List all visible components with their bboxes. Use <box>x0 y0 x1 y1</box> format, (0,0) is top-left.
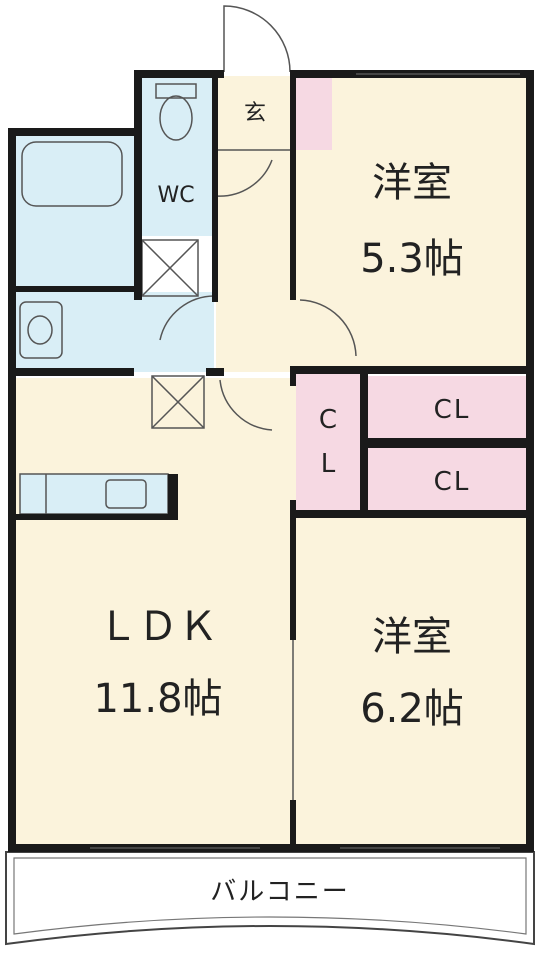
hallway-floor <box>216 150 296 372</box>
western-bottom-floor <box>296 518 528 846</box>
washbasin <box>19 301 63 359</box>
wall-top <box>134 70 224 78</box>
ldk-door-swing <box>219 379 273 431</box>
partitions <box>90 73 520 849</box>
wall-outer-left <box>8 128 16 852</box>
western-bottom-size: 6.2帖 <box>360 686 464 732</box>
wall-genkan-right <box>290 70 296 300</box>
ldk-floor <box>14 378 296 846</box>
wall-wc-left <box>134 70 142 300</box>
western-top-size: 5.3帖 <box>360 236 464 282</box>
wc-label: WC <box>157 183 194 208</box>
closet-left-floor <box>296 372 362 512</box>
wall-kitchen-block <box>168 474 178 518</box>
ldk-size: 11.8帖 <box>93 676 222 722</box>
genkan-floor <box>216 76 296 150</box>
wall-kitchen-base <box>8 514 178 520</box>
balcony-inner-rail <box>13 857 527 935</box>
door-swings <box>159 5 357 431</box>
toilet-tank <box>155 83 197 99</box>
western-top-floor <box>296 76 528 372</box>
ventilation-box-lower <box>151 375 205 429</box>
closet-lower-label: CL <box>434 467 471 497</box>
wall-washroom-top <box>8 286 140 292</box>
washroom-door-swing <box>159 295 217 341</box>
wall-ldk-right-upper <box>290 366 296 386</box>
wc-floor <box>140 76 216 236</box>
balcony-label: バルコニー <box>210 877 349 907</box>
western-top-door-swing <box>299 299 357 357</box>
closet-left-label-bottom: L <box>321 449 338 479</box>
balcony-area <box>5 851 535 946</box>
western-bottom-name: 洋室 <box>372 614 452 660</box>
wall-ldk-top-b <box>206 368 224 376</box>
bathtub <box>21 141 123 207</box>
toilet-bowl <box>159 95 193 141</box>
labels: 玄 WC 洋室 5.3帖 C L CL CL ＬＤＫ 11.8帖 洋室 6.2帖… <box>93 101 471 907</box>
closet-upper-label: CL <box>434 395 471 425</box>
wall-bath-top <box>8 128 142 136</box>
washbasin-bowl <box>27 315 53 345</box>
western-top-name: 洋室 <box>372 160 452 206</box>
wall-ldk-right-lower <box>290 500 296 640</box>
closet-upper-floor <box>366 376 528 438</box>
wall-ldk-top <box>8 368 134 376</box>
wc-door-swing <box>215 159 273 197</box>
vent-cross-d <box>151 375 205 429</box>
kitchen-sink <box>105 479 147 509</box>
shoebox <box>296 76 332 150</box>
vent-cross-b <box>141 239 199 297</box>
wall-outer-right <box>526 70 534 852</box>
bath-floor <box>14 134 136 290</box>
genkan-label: 玄 <box>244 101 266 126</box>
entrance-door-swing <box>223 5 291 73</box>
wall-wc-right <box>212 70 218 238</box>
ldk-name: ＬＤＫ <box>98 604 218 650</box>
wall-closets-middle <box>360 438 534 448</box>
wall-bottom <box>8 844 534 852</box>
washroom-floor <box>14 292 214 372</box>
wall-mid-horizontal <box>290 366 534 374</box>
closet-left-label-top: C <box>319 405 339 435</box>
wall-closets-bottom <box>290 510 534 518</box>
closet-lower-floor <box>366 448 528 512</box>
wall-ldk-right-bottom <box>290 800 296 852</box>
wall-wash-right <box>212 236 218 302</box>
